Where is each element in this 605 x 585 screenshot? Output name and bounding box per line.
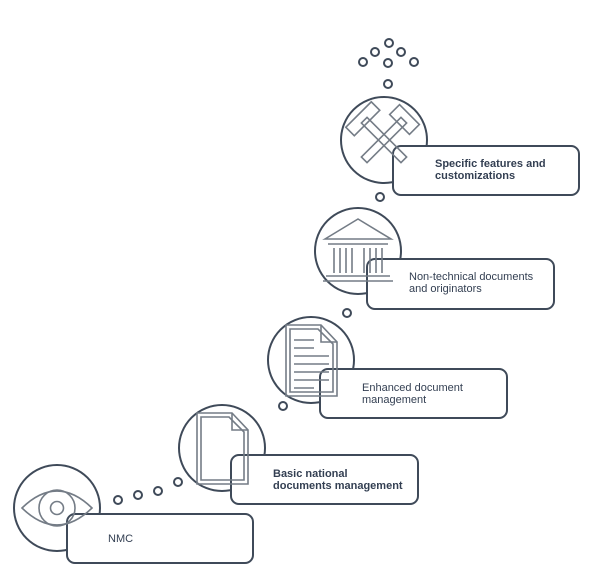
step-basic-national: Basic national documents management — [178, 404, 419, 505]
step-label-line: Basic national — [273, 468, 348, 480]
step-label: Enhanced document management — [362, 382, 466, 406]
connector-dot — [153, 486, 163, 496]
text-document-icon — [285, 324, 338, 397]
connector-dot — [113, 495, 123, 505]
step-label-line: customizations — [435, 170, 515, 182]
sparkle-dot — [396, 47, 406, 57]
connector-dot — [278, 401, 288, 411]
step-nmc: NMC — [13, 464, 254, 564]
step-enhanced: Enhanced document management — [267, 316, 508, 419]
step-label-line: and originators — [409, 283, 482, 295]
step-card — [319, 368, 508, 419]
sparkle-dot — [358, 57, 368, 67]
step-label: Specific features and customizations — [435, 158, 549, 182]
step-label: Basic national documents management — [273, 468, 403, 492]
sparkle-dot — [383, 58, 393, 68]
sparkle-dot — [383, 79, 393, 89]
step-card — [366, 258, 555, 310]
connector-dot — [342, 308, 352, 318]
connector-dot — [133, 490, 143, 500]
connector-dot — [173, 477, 183, 487]
institution-icon — [322, 218, 394, 282]
step-label: Non-technical documents and originators — [409, 271, 536, 295]
step-non-technical: Non-technical documents and originators — [314, 207, 555, 310]
step-label-line: management — [362, 394, 426, 406]
step-label: NMC — [108, 533, 133, 545]
sparkle-dot — [409, 57, 419, 67]
connector-dot — [375, 192, 385, 202]
step-card — [392, 145, 580, 196]
step-card — [66, 513, 254, 564]
step-label-line: Non-technical documents — [409, 271, 534, 283]
step-specific: Specific features and customizations — [340, 96, 580, 196]
document-icon — [196, 412, 249, 485]
step-label-line: NMC — [108, 533, 133, 545]
step-label-line: documents management — [273, 480, 403, 492]
sparkle-dot — [384, 38, 394, 48]
eye-icon — [20, 489, 94, 527]
step-label-line: Specific features and — [435, 158, 546, 170]
sparkle-dots — [358, 38, 419, 89]
sparkle-dot — [370, 47, 380, 57]
step-label-line: Enhanced document — [362, 382, 463, 394]
hammer-icon — [344, 100, 421, 164]
connector-dots — [113, 192, 385, 505]
